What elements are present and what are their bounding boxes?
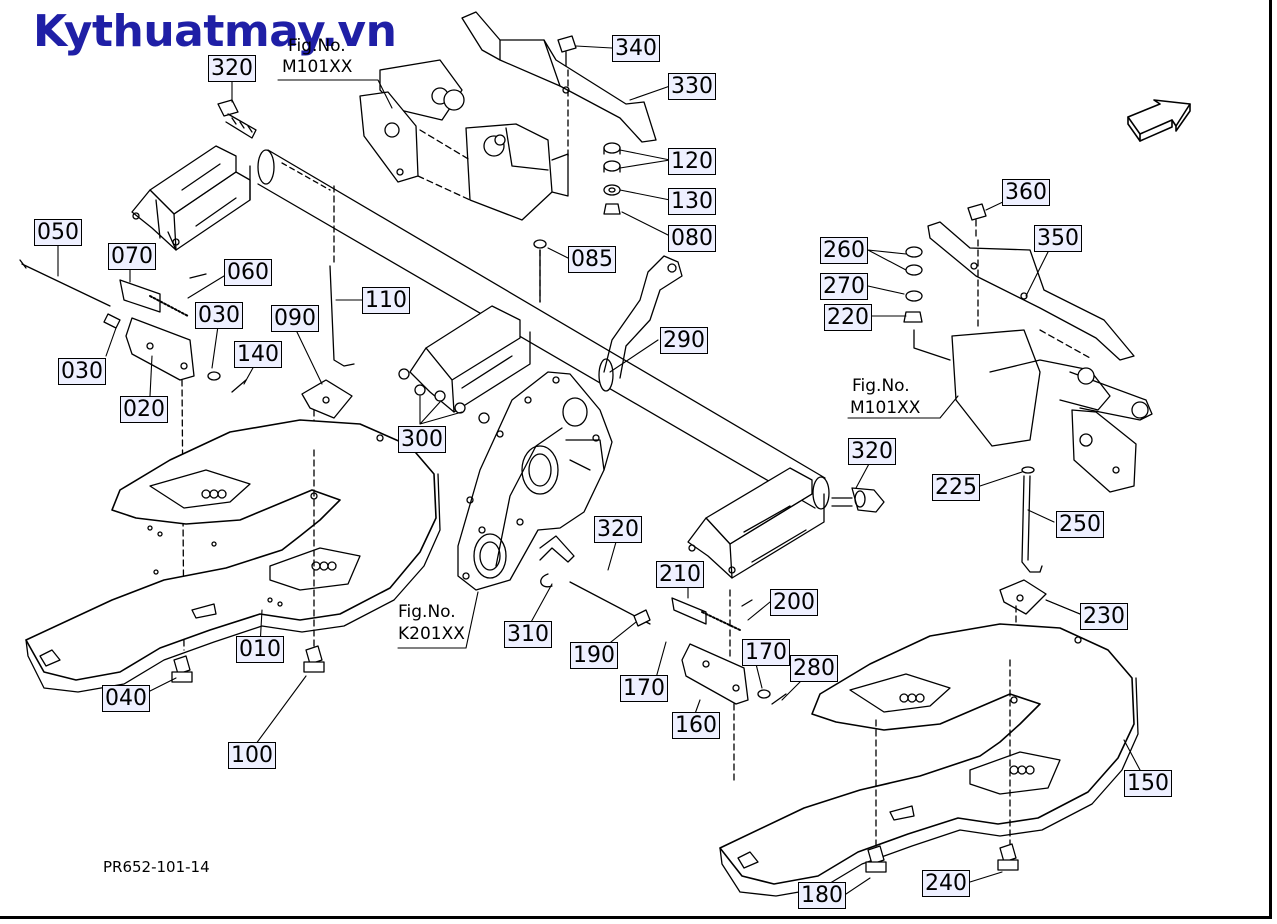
rod-250 (1021, 466, 1043, 573)
callout-330: 330 (668, 73, 716, 100)
callout-090: 090 (271, 305, 319, 332)
callout-170a: 170 (620, 675, 668, 702)
callout-180: 180 (798, 882, 846, 909)
callout-030a: 030 (195, 302, 243, 329)
callout-070: 070 (108, 243, 156, 270)
left-tube-bracket (131, 145, 251, 251)
callout-110: 110 (362, 287, 410, 314)
callout-190: 190 (570, 642, 618, 669)
callout-320: 320 (208, 55, 256, 82)
right-floor-step (719, 623, 1139, 897)
callout-200: 200 (770, 589, 818, 616)
callout-100: 100 (228, 742, 276, 769)
callout-320c: 320 (594, 516, 642, 543)
rod-110 (329, 185, 541, 367)
figure-ref-2-line1: Fig.No. (852, 376, 910, 396)
left-lever-assembly (19, 259, 247, 651)
callout-280: 280 (790, 655, 838, 682)
callout-225: 225 (932, 474, 980, 501)
callout-050: 050 (34, 219, 82, 246)
left-frame-assembly (359, 59, 569, 221)
right-lever-assembly (569, 581, 787, 785)
figure-ref-3-line1: Fig.No. (398, 602, 456, 622)
front-direction-arrow-icon (1127, 99, 1191, 142)
drawing-code: PR652-101-14 (103, 858, 210, 876)
tube-arm (603, 255, 683, 379)
figure-ref-2-line2: M101XX (850, 398, 921, 418)
left-floor-step (25, 419, 441, 693)
callout-310: 310 (504, 621, 552, 648)
bolt-320-right (831, 487, 885, 513)
callout-340: 340 (612, 35, 660, 62)
callout-250: 250 (1056, 511, 1104, 538)
figure-ref-3-line2: K201XX (398, 624, 465, 644)
bolts-180-240 (865, 659, 1019, 873)
cross-tube (257, 149, 830, 510)
callout-300: 300 (398, 426, 446, 453)
callout-240: 240 (922, 870, 970, 897)
center-bracket (398, 305, 531, 424)
figure-ref-1-line2: M101XX (282, 57, 353, 77)
callout-350: 350 (1034, 225, 1082, 252)
callout-120: 120 (668, 148, 716, 175)
callout-030b: 030 (58, 358, 106, 385)
callout-130: 130 (668, 188, 716, 215)
fasteners-right (903, 203, 987, 361)
watermark-logo: Kythuatmay.vn (33, 6, 397, 57)
callout-230: 230 (1080, 603, 1128, 630)
cover-plate-330 (461, 11, 657, 143)
leader-lines (57, 45, 1141, 895)
callout-040: 040 (102, 685, 150, 712)
callout-220: 220 (824, 304, 872, 331)
bolt-340 (557, 35, 577, 161)
callout-085: 085 (568, 246, 616, 273)
hook-310 (539, 535, 575, 588)
callout-320b: 320 (848, 438, 896, 465)
callout-160: 160 (672, 712, 720, 739)
callout-260: 260 (820, 237, 868, 264)
callout-150: 150 (1124, 770, 1172, 797)
callout-290: 290 (660, 327, 708, 354)
callout-170b: 170 (742, 639, 790, 666)
callout-140: 140 (234, 341, 282, 368)
figure-ref-1-line1: Fig.No. (288, 36, 346, 56)
right-frame-assembly (927, 221, 1153, 493)
bolt-320-top (217, 99, 257, 139)
callout-010: 010 (236, 636, 284, 663)
right-tube-bracket (687, 467, 825, 579)
fasteners-120-130-080 (533, 142, 621, 303)
callout-020: 020 (120, 396, 168, 423)
callout-270: 270 (820, 273, 868, 300)
bolts-040-100 (171, 449, 325, 683)
callout-210: 210 (656, 561, 704, 588)
callout-080: 080 (668, 225, 716, 252)
gear-housing (457, 371, 613, 591)
callout-060: 060 (224, 259, 272, 286)
callout-360: 360 (1002, 179, 1050, 206)
